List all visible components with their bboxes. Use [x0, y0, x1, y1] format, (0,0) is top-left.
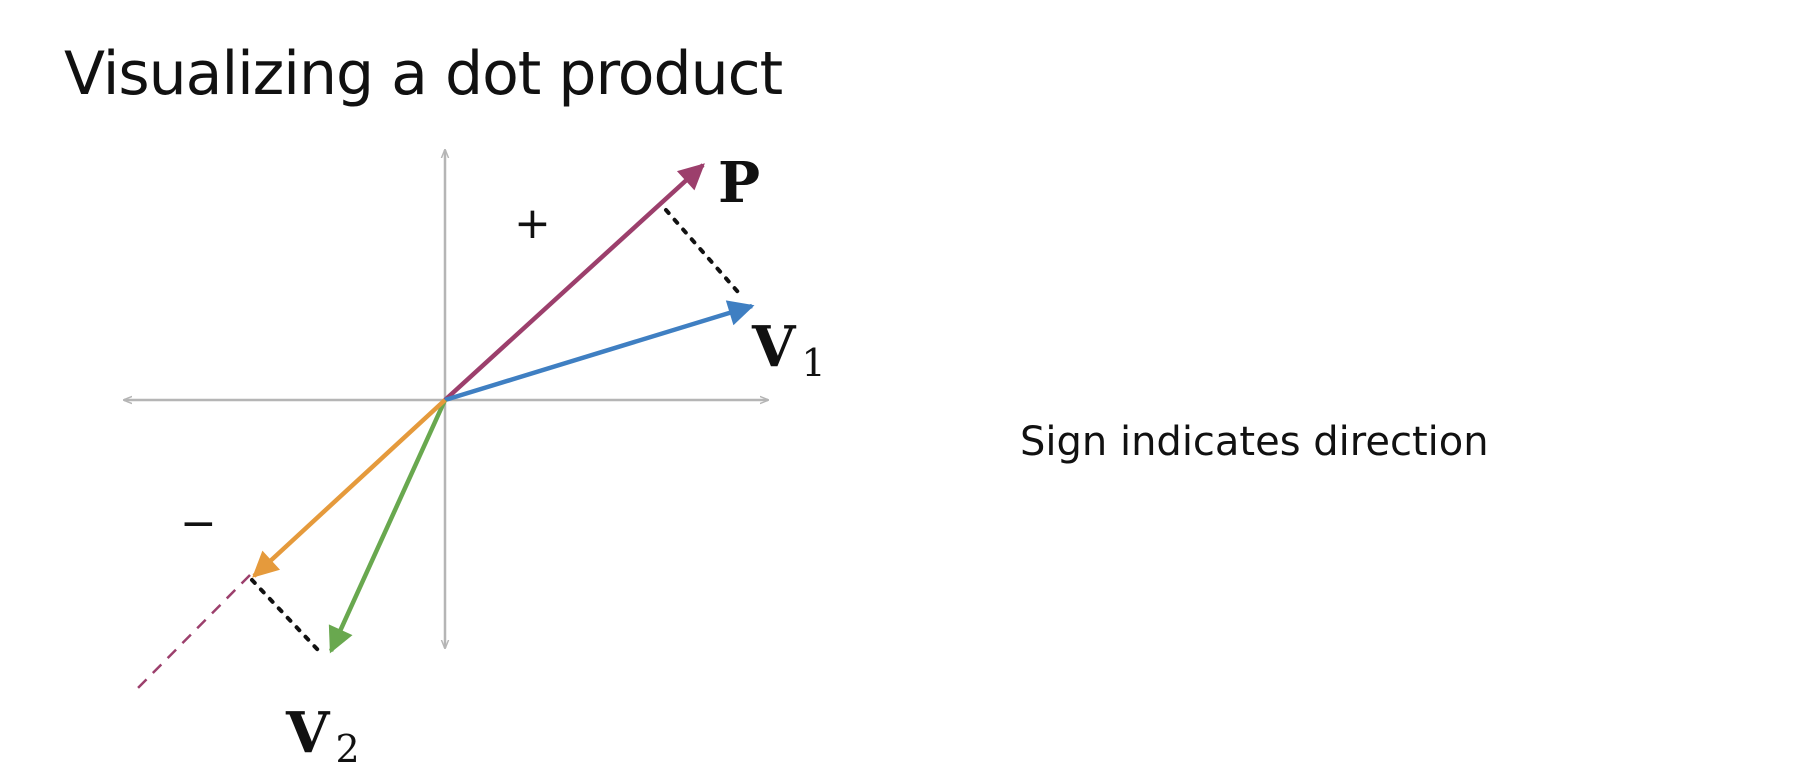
p-label: P: [718, 150, 760, 216]
v2-projection-vector-arrow: [252, 398, 447, 578]
v2-projection-dotted-line: [250, 578, 320, 652]
page-title: Visualizing a dot product: [64, 39, 783, 109]
v1-label-subscript: 1: [801, 341, 825, 385]
v2-label-base: V: [285, 700, 331, 766]
caption-text: Sign indicates direction: [1020, 419, 1489, 465]
v1-vector-arrow: [444, 300, 755, 403]
v2-label-subscript: 2: [335, 727, 359, 771]
plus-sign-label: +: [514, 198, 551, 249]
minus-sign-label: −: [180, 498, 217, 549]
v2-vector-arrow: [328, 399, 448, 654]
p-extension-dashed-line: [135, 574, 251, 691]
p-vector-arrow: [443, 163, 705, 402]
v1-projection-dotted-line: [664, 208, 740, 294]
v1-label-base: V: [751, 314, 797, 380]
